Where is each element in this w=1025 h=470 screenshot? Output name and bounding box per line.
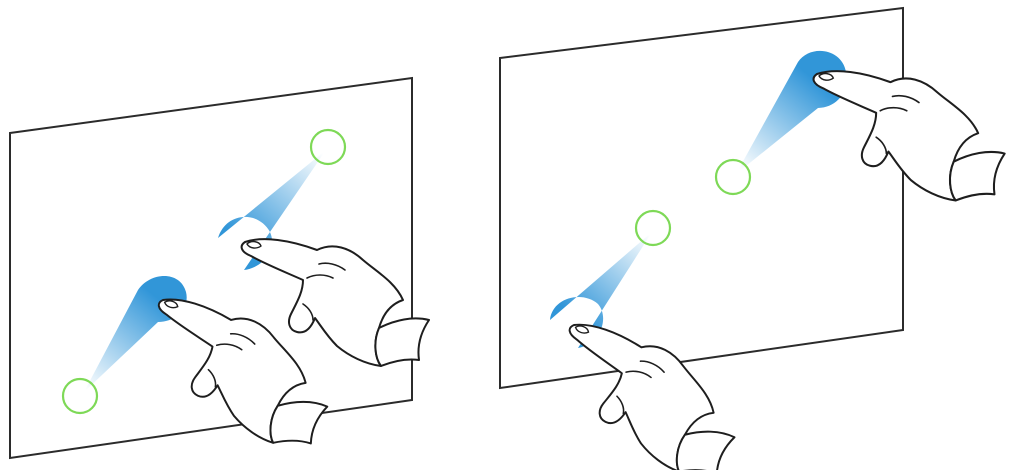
left-gesture-panel (10, 78, 429, 458)
right-gesture-panel (500, 8, 1005, 470)
